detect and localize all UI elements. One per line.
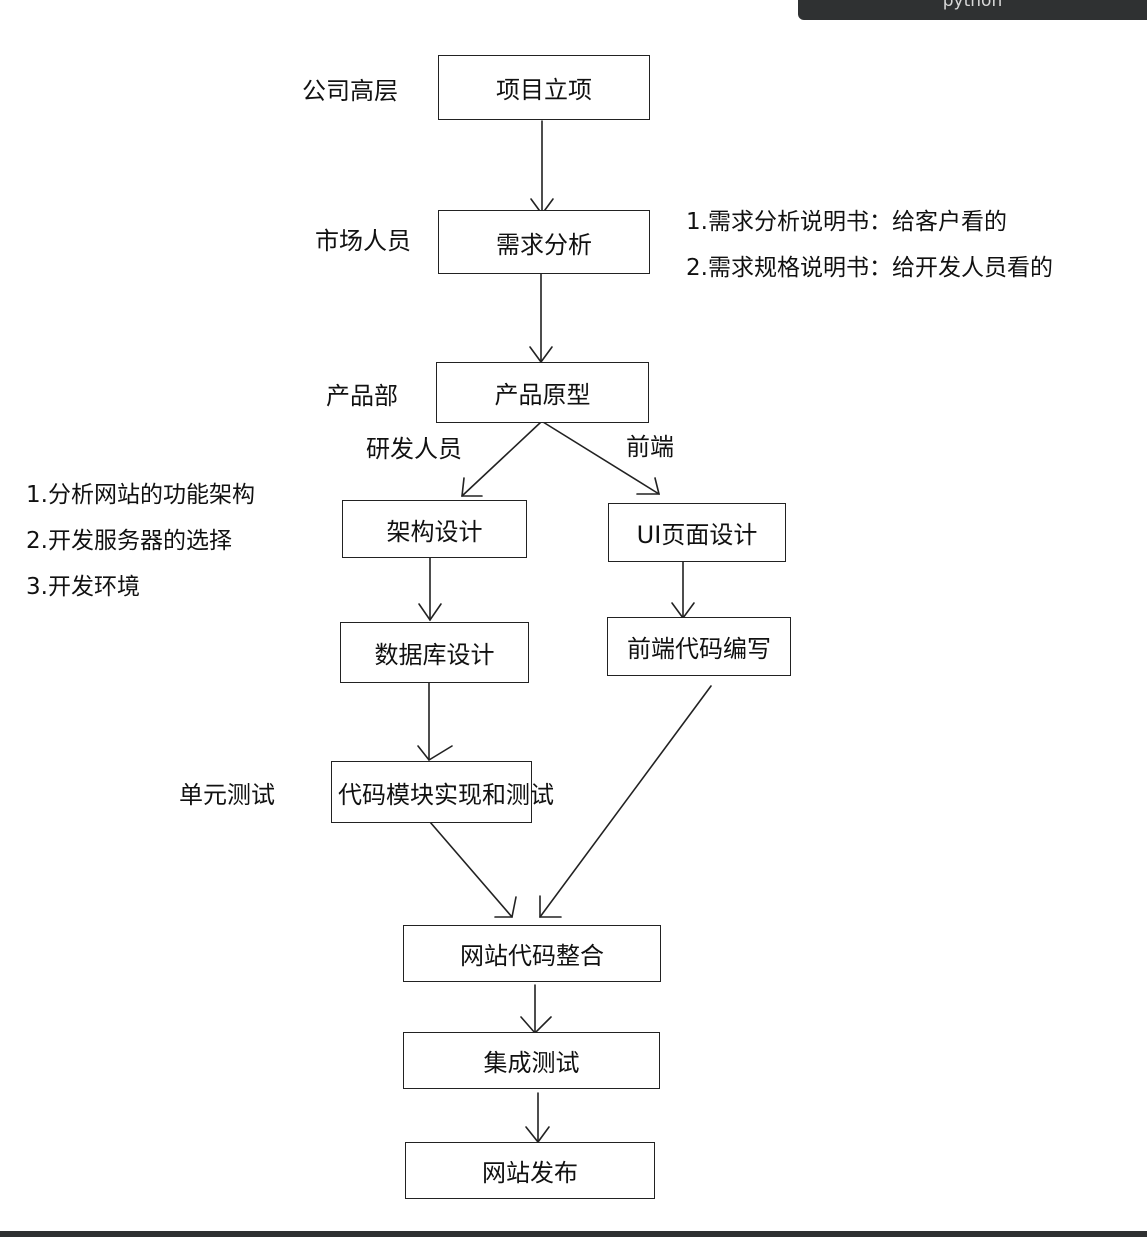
arrowhead	[636, 477, 661, 495]
role-product-dept: 产品部	[326, 382, 398, 410]
node-label: 数据库设计	[374, 641, 495, 669]
arrowhead	[417, 745, 453, 762]
edge-prototype-to-ui	[542, 421, 660, 495]
architecture-note-1: 1.分析网站的功能架构	[26, 482, 255, 508]
role-frontend: 前端	[626, 433, 674, 461]
node-module-impl-test: 代码模块实现和测试	[331, 761, 554, 823]
node-product-prototype: 产品原型	[436, 362, 649, 423]
architecture-note-2: 2.开发服务器的选择	[26, 528, 232, 554]
node-label: 代码模块实现和测试	[338, 780, 554, 809]
edge-prototype-to-architecture	[461, 421, 542, 497]
node-ui-page-design: UI页面设计	[608, 503, 786, 562]
node-database-design: 数据库设计	[340, 622, 529, 683]
top-tab[interactable]: python	[798, 0, 1147, 20]
node-code-integration: 网站代码整合	[403, 925, 661, 982]
requirements-notes: 1.需求分析说明书：给客户看的 2.需求规格说明书：给开发人员看的	[686, 208, 1053, 282]
top-tab-label: python	[942, 0, 1003, 11]
requirements-note-2: 2.需求规格说明书：给开发人员看的	[686, 255, 1053, 281]
node-label: 网站发布	[482, 1159, 578, 1187]
edge-frontend-to-integration	[539, 685, 712, 918]
node-label: 项目立项	[496, 76, 592, 104]
node-architecture-design: 架构设计	[342, 500, 527, 558]
node-integration-test: 集成测试	[403, 1032, 660, 1089]
node-label: 产品原型	[494, 381, 591, 409]
role-developers: 研发人员	[366, 435, 462, 463]
arrowhead	[418, 603, 442, 622]
node-requirement-analysis: 需求分析	[438, 210, 650, 274]
node-label: 需求分析	[496, 230, 592, 259]
role-executives: 公司高层	[302, 77, 398, 105]
node-label: 集成测试	[483, 1049, 580, 1077]
role-unit-test: 单元测试	[179, 781, 275, 809]
architecture-note-3: 3.开发环境	[26, 574, 140, 600]
requirements-note-1: 1.需求分析说明书：给客户看的	[686, 209, 1007, 235]
arrowhead	[520, 1016, 552, 1035]
role-marketing: 市场人员	[315, 227, 411, 255]
arrowhead	[461, 477, 483, 497]
arrowhead	[539, 895, 562, 918]
node-frontend-coding: 前端代码编写	[607, 617, 791, 676]
node-label: 架构设计	[386, 517, 483, 546]
edge-module-to-integration	[429, 821, 513, 918]
node-site-release: 网站发布	[405, 1142, 655, 1199]
node-label: 网站代码整合	[460, 942, 604, 970]
node-label: 前端代码编写	[627, 635, 771, 663]
node-label: UI页面设计	[636, 521, 758, 549]
architecture-notes: 1.分析网站的功能架构 2.开发服务器的选择 3.开发环境	[26, 481, 255, 601]
arrowhead	[494, 896, 517, 918]
node-project-init: 项目立项	[438, 55, 650, 120]
bottom-bar	[0, 1231, 1147, 1237]
